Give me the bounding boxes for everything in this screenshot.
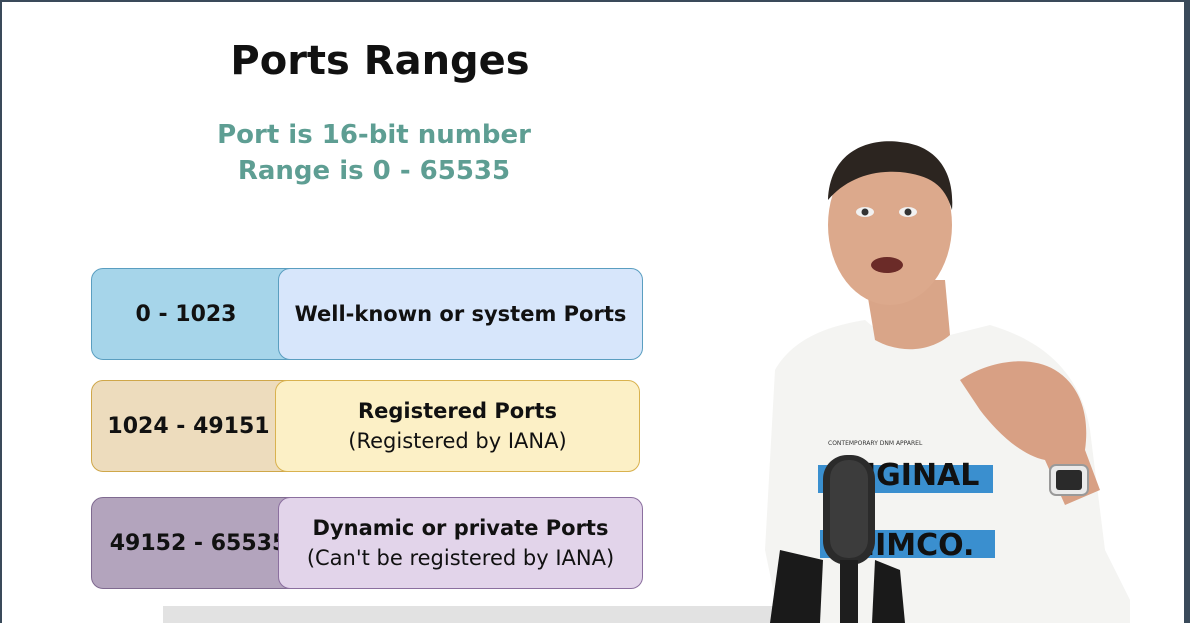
shirt-print-line1: IGINAL: [865, 458, 979, 493]
shirt-print-small: CONTEMPORARY DNM APPAREL: [828, 440, 923, 447]
range-label-dynamic: 49152 - 65535: [91, 497, 306, 589]
range-description-system: Well-known or system Ports: [278, 268, 643, 360]
range-description-title: Dynamic or private Ports: [312, 516, 609, 540]
window-right-border: [1184, 0, 1190, 623]
presenter-video-overlay: CONTEMPORARY DNM APPAREL IGINAL NIMCO.: [765, 141, 1130, 623]
range-description-title: Registered Ports: [357, 399, 558, 423]
range-description-title: Well-known or system Ports: [294, 302, 627, 326]
slide-subtitle-line1: Port is 16-bit number: [217, 120, 531, 150]
range-description-registered: Registered Ports (Registered by IANA): [275, 380, 640, 472]
port-range-row-registered: 1024 - 49151 Registered Ports (Registere…: [91, 380, 640, 472]
slide-title: Ports Ranges: [230, 38, 530, 84]
port-range-row-system: 0 - 1023 Well-known or system Ports: [91, 268, 643, 360]
range-label-system: 0 - 1023: [91, 268, 306, 360]
range-description-dynamic: Dynamic or private Ports (Can't be regis…: [278, 497, 643, 589]
window-left-border: [0, 0, 2, 623]
range-description-note: (Registered by IANA): [348, 429, 567, 453]
range-description-note: (Can't be registered by IANA): [306, 546, 615, 570]
range-label-registered: 1024 - 49151: [91, 380, 306, 472]
slide-subtitle-line2: Range is 0 - 65535: [237, 156, 511, 186]
window-top-border: [0, 0, 1190, 2]
port-range-row-dynamic: 49152 - 65535 Dynamic or private Ports (…: [91, 497, 643, 589]
